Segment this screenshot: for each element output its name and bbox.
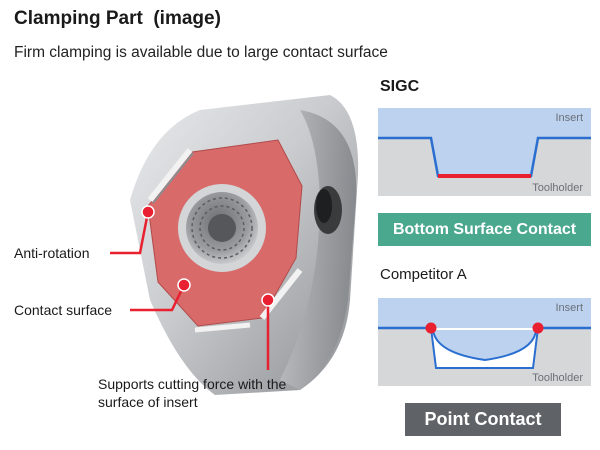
supports-marker (261, 293, 275, 307)
page-title: Clamping Part (image) (14, 8, 221, 29)
contact-surface-leader (130, 284, 186, 312)
page-subtitle: Firm clamping is available due to large … (14, 44, 388, 61)
competitor-insert-label: Insert (555, 302, 583, 314)
sigc-insert-label: Insert (555, 112, 583, 124)
point-contact-badge: Point Contact (405, 403, 561, 436)
tool-body-side (280, 110, 357, 390)
anti-rotation-marker (141, 205, 155, 219)
anti-rotation-label: Anti-rotation (14, 245, 90, 261)
sigc-toolholder-label: Toolholder (532, 182, 583, 194)
sigc-label: SIGC (380, 78, 420, 95)
sigc-insert-area (378, 108, 591, 176)
supports-label-line1: Supports cutting force with the (98, 376, 287, 392)
competitor-contact-point-left (425, 322, 437, 334)
competitor-diagram: Insert Toolholder (378, 298, 591, 386)
contact-surface-label: Contact surface (14, 302, 113, 318)
competitor-contact-point-right (532, 322, 544, 334)
anti-rotation-leader (110, 211, 150, 255)
supports-label: Supports cutting force with the surface … (98, 375, 286, 411)
bottom-surface-contact-badge: Bottom Surface Contact (378, 213, 591, 246)
sigc-diagram: Insert Toolholder (378, 108, 591, 196)
competitor-label: Competitor A (380, 266, 467, 283)
competitor-toolholder-label: Toolholder (532, 372, 583, 384)
contact-surface-marker (177, 278, 191, 292)
supports-label-line2: surface of insert (98, 394, 198, 410)
